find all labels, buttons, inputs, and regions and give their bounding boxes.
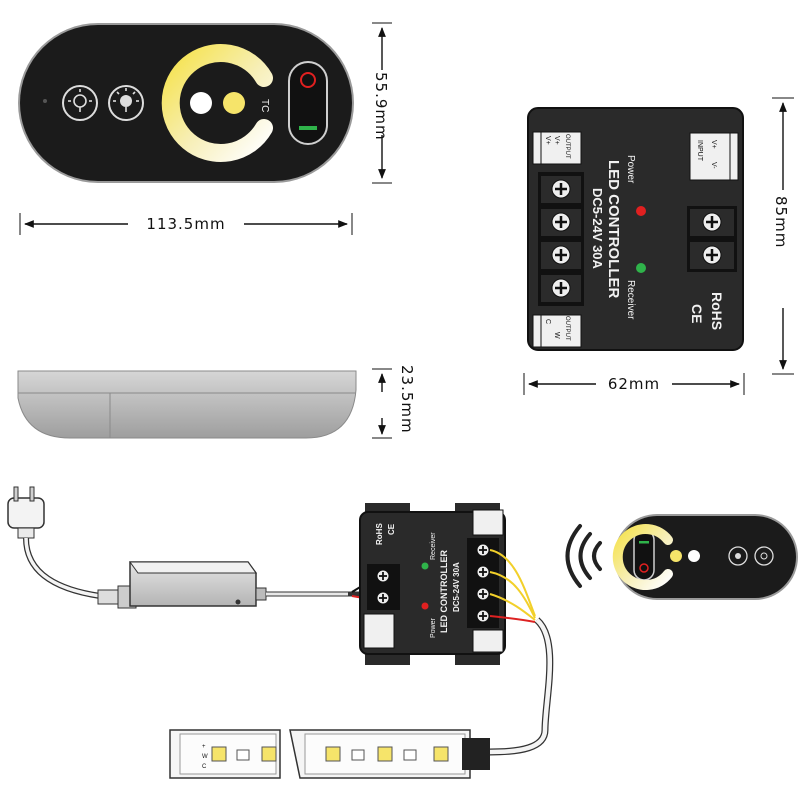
wireless-signal-icon: [565, 524, 602, 588]
brightness-down-icon: [62, 85, 98, 121]
remote-indicator-dot: [43, 99, 47, 103]
controller-top-view: V+ V+ OUTPUT C W OUTPUT INPUT V+ V-: [527, 107, 744, 351]
remote-thickness-label: 23.5mm: [398, 365, 416, 434]
led-chip: [377, 746, 393, 762]
brightness-down-icon-small: [754, 546, 774, 566]
brightness-up-icon-small: [728, 546, 748, 566]
controller-rating-small: DC5-24V 30A: [452, 562, 461, 612]
remote-thickness-dimension: 23.5mm: [372, 365, 416, 439]
receiver-led-small: [421, 562, 429, 570]
input-pin-v-plus: V+: [710, 140, 717, 149]
output-wires: [489, 549, 536, 623]
ring-label: TC: [259, 99, 270, 112]
output-pin-c: C: [544, 319, 551, 324]
power-label: Power: [625, 155, 636, 184]
cool-white-dot: [190, 92, 212, 114]
power-label-small: Power: [430, 617, 437, 638]
warm-white-dot: [223, 92, 245, 114]
led-chip: [325, 746, 341, 762]
rohs-mark: RoHS: [709, 292, 725, 330]
input-pin-v-minus: V-: [710, 162, 717, 169]
power-on-icon: [300, 72, 316, 88]
power-supply: [97, 561, 267, 609]
remote-top-view: TC: [18, 23, 354, 183]
power-led: [636, 206, 646, 216]
output-pin-1: V+: [544, 136, 551, 145]
remote-height-label: 55.9mm: [372, 72, 390, 141]
power-led-small: [421, 602, 429, 610]
controller-wiring-view: LED CONTROLLER DC5-24V 30A Receiver Powe…: [359, 503, 506, 665]
power-switch: [288, 61, 328, 145]
remote-height-dimension: 55.9mm: [372, 22, 392, 184]
output-pin-2: V+: [553, 136, 560, 145]
strip-pin-plus: +: [202, 744, 206, 750]
controller-rating: DC5-24V 30A: [590, 188, 605, 270]
input-terminal-block: [687, 206, 737, 272]
controller-width-dimension: 62mm: [523, 373, 745, 395]
receiver-label: Receiver: [625, 280, 636, 320]
controller-width-label: 62mm: [608, 375, 660, 393]
remote-small: [612, 514, 798, 600]
controller-height-dimension: 85mm: [772, 97, 794, 375]
input-label: INPUT: [696, 140, 703, 162]
controller-title-small: LED CONTROLLER: [439, 550, 449, 633]
ac-plug: [7, 486, 45, 539]
color-temperature-ring: [161, 44, 273, 162]
remote-width-dimension: 113.5mm: [19, 213, 353, 235]
rohs-mark-small: RoHS: [375, 523, 384, 545]
receiver-led: [636, 263, 646, 273]
ce-mark-small: CE: [387, 523, 396, 535]
remote-side-view: [17, 370, 357, 439]
strip-connector: [462, 738, 490, 770]
output-label-bottom: OUTPUT: [564, 316, 570, 341]
strip-pin-c: C: [202, 764, 207, 770]
output-pin-w: W: [553, 332, 560, 339]
led-chip: [211, 746, 227, 762]
led-chip: [261, 746, 277, 762]
power-off-icon: [299, 126, 317, 130]
output-terminal-block: [538, 172, 584, 306]
controller-height-label: 85mm: [772, 196, 790, 248]
brightness-up-icon: [108, 85, 144, 121]
receiver-label-small: Receiver: [430, 532, 437, 560]
led-strip: + W C: [169, 729, 490, 779]
controller-title: LED CONTROLLER: [605, 160, 622, 298]
strip-pin-w: W: [202, 754, 208, 760]
output-label-top: OUTPUT: [564, 134, 570, 159]
ce-mark: CE: [689, 304, 705, 323]
remote-width-label: 113.5mm: [146, 215, 225, 233]
led-chip: [433, 746, 449, 762]
